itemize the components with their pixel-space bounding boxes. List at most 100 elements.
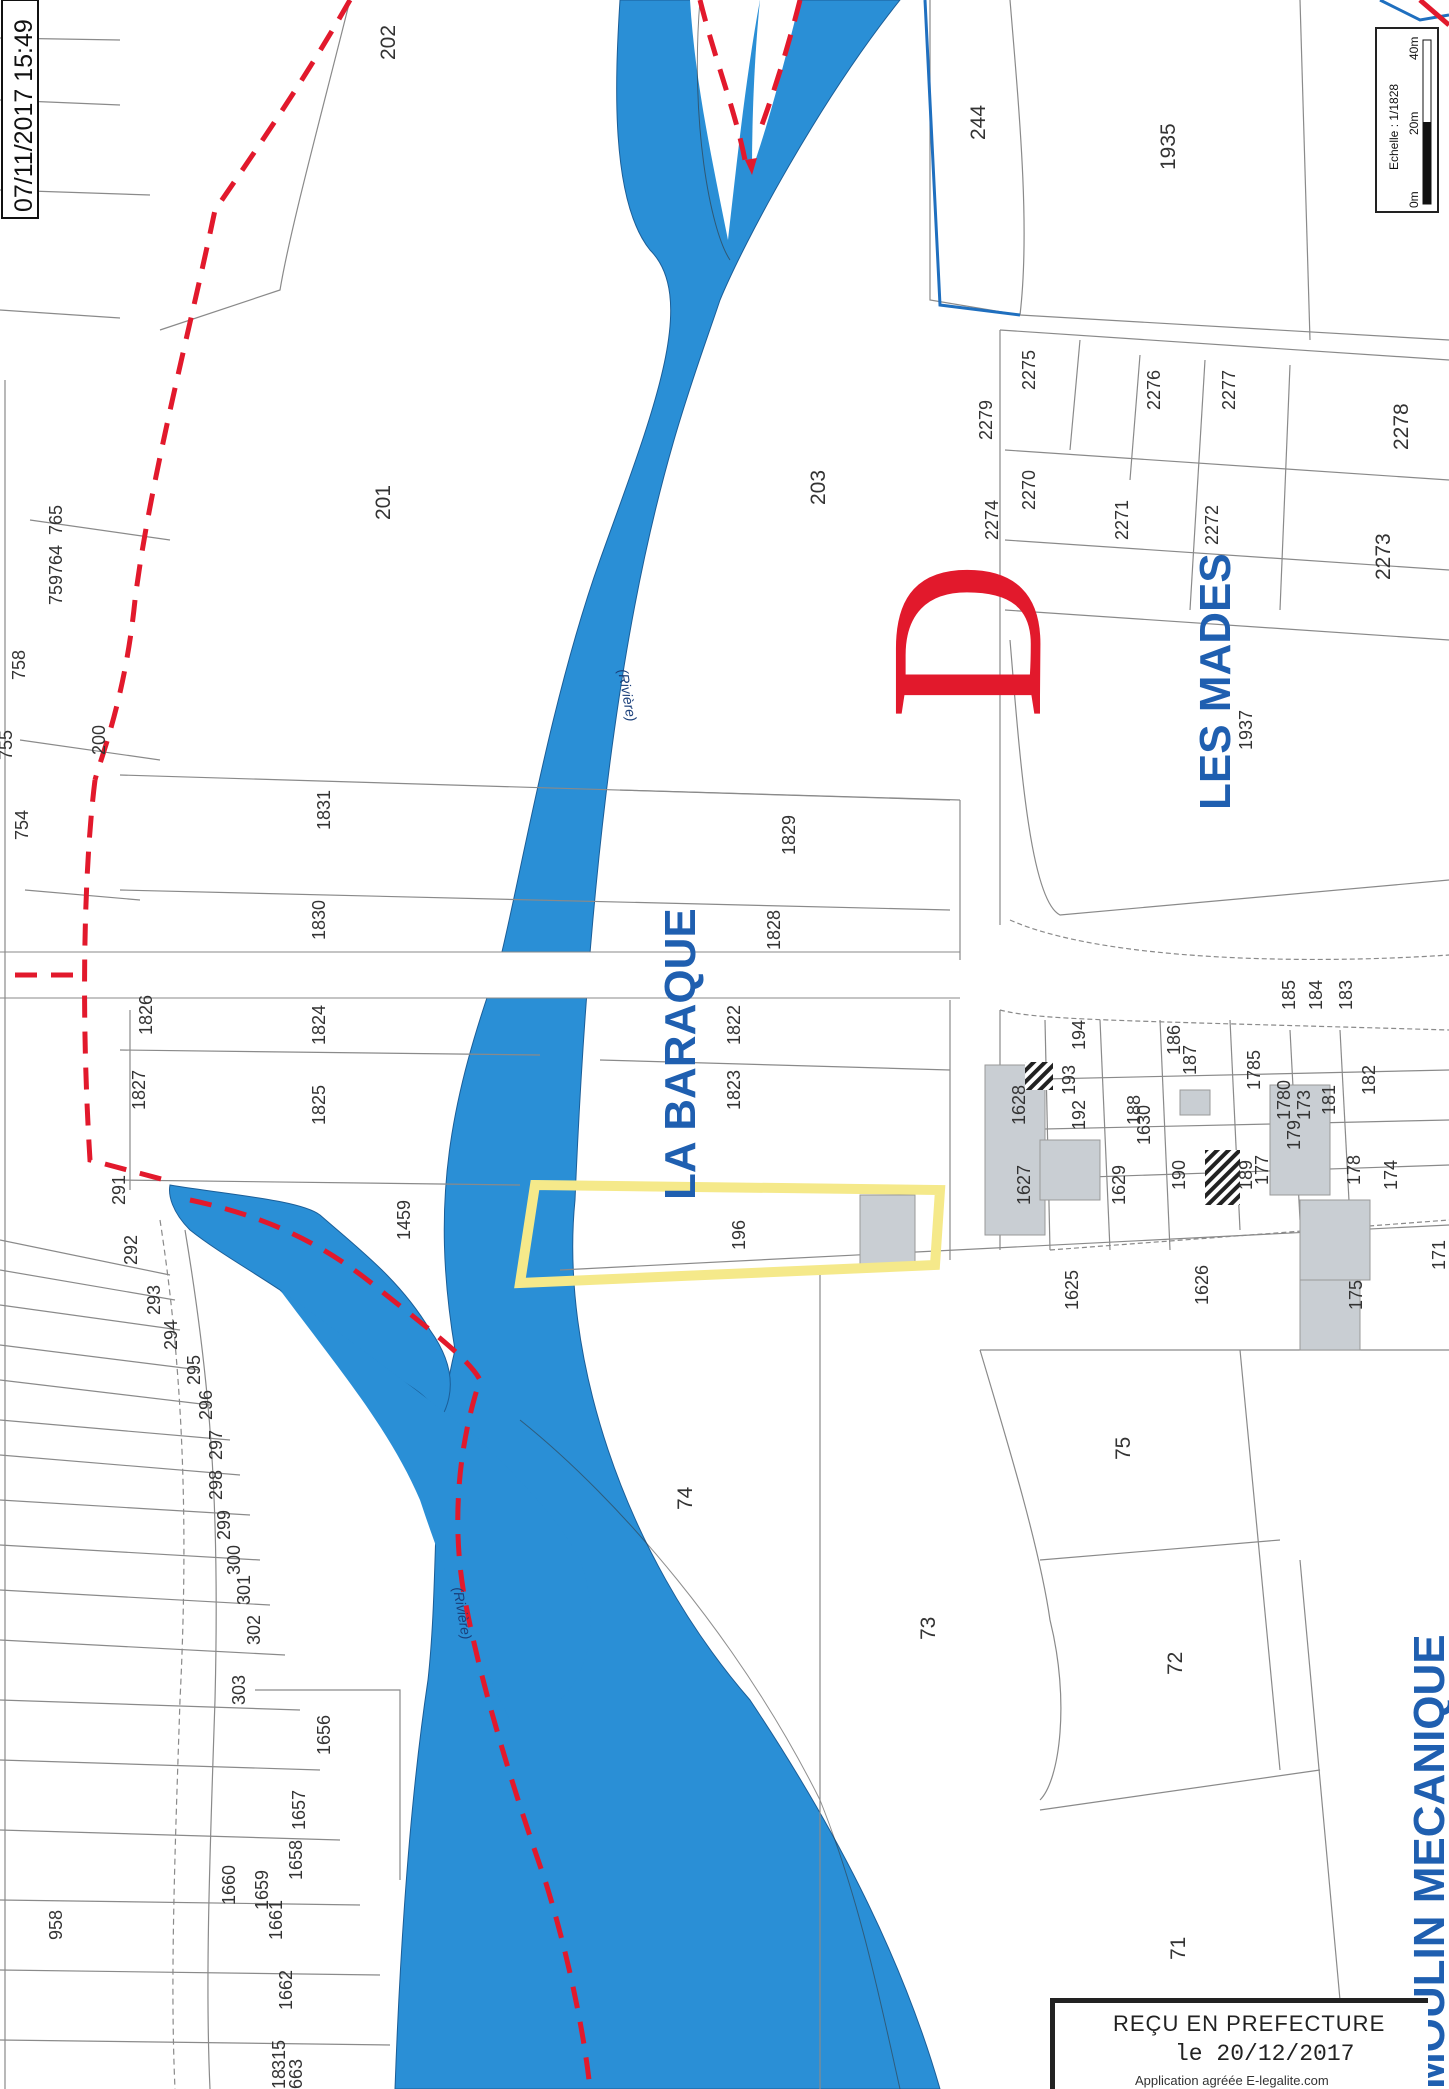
parcel-label: 187: [1180, 1045, 1200, 1075]
parcel-label: 765: [46, 505, 66, 535]
parcel-label: 1824: [309, 1005, 329, 1045]
parcel-label: 1830: [309, 900, 329, 940]
parcel-label: 300: [224, 1545, 244, 1575]
parcel-label: 299: [214, 1510, 234, 1540]
parcel-label: 1661: [266, 1900, 286, 1940]
parcel-label: 1657: [289, 1790, 309, 1830]
parcel-label: 1937: [1236, 710, 1256, 750]
parcel-label: 291: [109, 1175, 129, 1205]
parcel-label: 1626: [1192, 1265, 1212, 1305]
parcel-label: 75: [1112, 1437, 1135, 1460]
parcel-label: 2277: [1219, 370, 1239, 410]
parcel-label: 174: [1381, 1160, 1401, 1190]
scale-tick: 20m: [1407, 112, 1421, 135]
parcel-label: 663: [286, 2059, 306, 2089]
parcel-label: 1658: [286, 1840, 306, 1880]
parcel-label: 298: [206, 1470, 226, 1500]
parcel-label: 175: [1346, 1280, 1366, 1310]
parcel-label: 1656: [314, 1715, 334, 1755]
parcel-label: 188: [1124, 1095, 1144, 1125]
parcel-label: 302: [244, 1615, 264, 1645]
stamp-title: REÇU EN PREFECTURE: [1113, 2011, 1386, 2036]
parcel-label: 179: [1284, 1120, 1304, 1150]
parcel-label: 1628: [1009, 1085, 1029, 1125]
parcel-label: 1822: [724, 1005, 744, 1045]
parcel-label: 1785: [1244, 1050, 1264, 1090]
parcel-label: 1825: [309, 1085, 329, 1125]
parcel-label: 2270: [1019, 470, 1039, 510]
zone-outline-blue: [923, 0, 1021, 317]
parcel-label: 74: [674, 1486, 697, 1510]
parcel-label: 294: [161, 1320, 181, 1350]
parcel-label: 203: [807, 470, 830, 505]
parcel-label: 1827: [129, 1070, 149, 1110]
parcel-label: 764: [46, 545, 66, 575]
parcel-label: 1459: [394, 1200, 414, 1240]
parcel-label: 315: [269, 2040, 289, 2070]
parcel-label: 73: [917, 1617, 940, 1640]
parcel-label: 173: [1294, 1090, 1314, 1120]
parcel-label: 754: [12, 810, 32, 840]
highlighted-parcel-196[interactable]: [514, 1179, 946, 1289]
parcel-label: 1780: [1274, 1080, 1294, 1120]
parcel-label: 184: [1306, 980, 1326, 1010]
scale-tick: 0m: [1407, 191, 1421, 208]
parcel-label: 1659: [252, 1870, 272, 1910]
parcel-label: 194: [1069, 1020, 1089, 1050]
parcel-label: 192: [1069, 1100, 1089, 1130]
parcel-label: 759: [46, 575, 66, 605]
parcel-label: 185: [1279, 980, 1299, 1010]
parcel-label: 2273: [1372, 533, 1395, 580]
parcel-label: 71: [1167, 1937, 1190, 1960]
parcel-label: 301: [234, 1575, 254, 1605]
parcel-label: 2272: [1202, 505, 1222, 545]
parcel-label: 1629: [1109, 1165, 1129, 1205]
parcel-label: 1826: [136, 995, 156, 1035]
parcel-label: 1662: [276, 1970, 296, 2010]
place-la-baraque: LA BARAQUE: [656, 908, 705, 1200]
zone-letter-d: D: [844, 561, 1088, 720]
stamp-app: Application agréée E-legalite.com: [1135, 2073, 1329, 2088]
parcel-label: 200: [89, 725, 109, 755]
built-areas: [859, 1064, 1371, 1351]
parcel-label: 2274: [982, 500, 1002, 540]
parcel-label: 292: [121, 1235, 141, 1265]
parcel-label: 171: [1429, 1240, 1449, 1270]
parcel-label: 1828: [764, 910, 784, 950]
parcel-label: 189: [1236, 1160, 1256, 1190]
zone-boundary-dashed: [15, 0, 803, 2089]
parcel-label: 1935: [1157, 123, 1180, 170]
parcel-label: 178: [1344, 1155, 1364, 1185]
parcel-label: 2271: [1112, 500, 1132, 540]
parcel-label: 297: [206, 1430, 226, 1460]
parcel-label: 958: [46, 1910, 66, 1940]
parcel-label: 755: [0, 730, 16, 760]
parcel-label: 1627: [1014, 1165, 1034, 1205]
scale-tick: 40m: [1407, 37, 1421, 60]
parcel-label: 177: [1252, 1155, 1272, 1185]
scale-label: Echelle : 1/1828: [1387, 84, 1401, 170]
parcel-label: 186: [1164, 1025, 1184, 1055]
parcel-label: 2278: [1390, 403, 1413, 450]
parcel-label: 1660: [219, 1865, 239, 1905]
parcel-label: 182: [1359, 1065, 1379, 1095]
parcel-label: 202: [377, 25, 400, 60]
parcel-label: 293: [144, 1285, 164, 1315]
parcel-label: 1625: [1062, 1270, 1082, 1310]
parcel-labels: 202 201 203 244 1935 2275 2279 2276 2277…: [0, 25, 1449, 2089]
parcel-label: 758: [9, 650, 29, 680]
parcel-label: 190: [1169, 1160, 1189, 1190]
stamp-date: le 20/12/2017: [1175, 2041, 1355, 2067]
parcel-label: 2275: [1019, 350, 1039, 390]
parcel-label: 181: [1319, 1085, 1339, 1115]
parcel-label: 303: [229, 1675, 249, 1705]
parcel-label: 1829: [779, 815, 799, 855]
parcel-label: 1831: [314, 790, 334, 830]
place-les-mades: LES MADES: [1191, 553, 1240, 810]
parcel-label: 1823: [724, 1070, 744, 1110]
parcel-label: 193: [1059, 1065, 1079, 1095]
parcel-label: 18: [269, 2069, 289, 2089]
river-island-top: [690, 0, 760, 240]
parcel-label: 296: [196, 1390, 216, 1420]
